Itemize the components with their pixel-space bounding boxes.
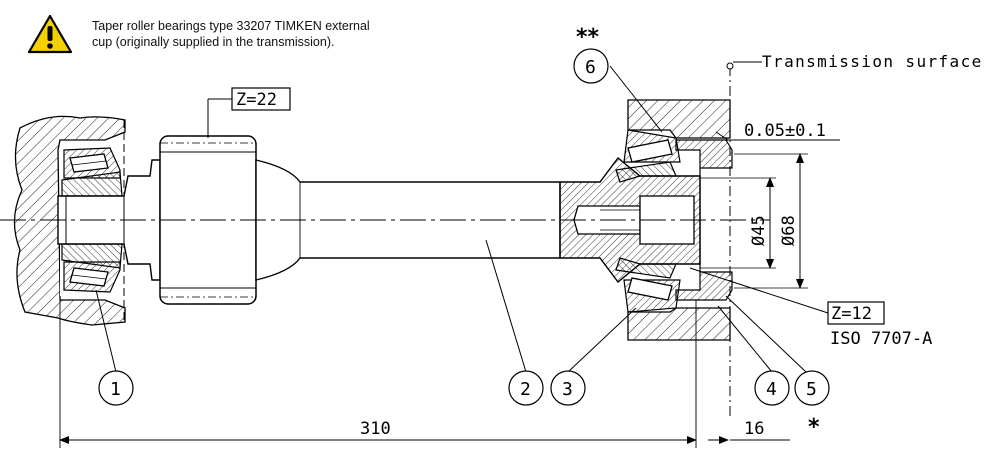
svg-text:1: 1	[110, 379, 121, 400]
right-bearing	[615, 129, 733, 313]
diameter-dimensions	[700, 153, 808, 289]
length-dimensions	[59, 300, 790, 448]
balloon-2: 2	[508, 370, 544, 406]
dia-68-label: Ø68	[779, 215, 799, 246]
svg-text:2: 2	[520, 379, 531, 400]
double-star-mark: **	[576, 25, 600, 50]
svg-text:5: 5	[806, 379, 817, 400]
dia-45-label: Ø45	[749, 215, 769, 246]
length-16-label: 16	[744, 419, 764, 439]
tolerance-dimension	[700, 131, 840, 141]
warning-note-line-1: Taper roller bearings type 33207 TIMKEN …	[92, 19, 370, 33]
right-housing	[627, 99, 731, 341]
svg-text:6: 6	[585, 57, 596, 78]
tolerance-label: 0.05±0.1	[744, 121, 826, 141]
gear-tag-right-label: Z=12	[831, 304, 872, 324]
svg-text:4: 4	[766, 379, 777, 400]
balloon-3: 3	[550, 370, 586, 406]
balloon-1: 1	[98, 370, 134, 406]
transmission-surface-ref	[726, 61, 762, 420]
warning-triangle-icon	[27, 14, 73, 54]
gear-tag-right	[689, 267, 885, 325]
gear-tag-left-label: Z=22	[236, 90, 277, 110]
transmission-surface-label: Transmission surface	[762, 52, 983, 71]
balloon-4: 4	[754, 370, 790, 406]
standard-label: ISO 7707-A	[830, 329, 932, 349]
gear-tag-left	[207, 87, 291, 138]
balloon-6: 6	[573, 48, 609, 84]
warning-note-text: Taper roller bearings type 33207 TIMKEN …	[92, 18, 452, 50]
warning-note-line-2: cup (originally supplied in the transmis…	[92, 35, 335, 49]
warning-note: Taper roller bearings type 33207 TIMKEN …	[0, 0, 460, 60]
length-310-label: 310	[360, 419, 391, 439]
leader-lines	[95, 65, 807, 373]
single-star-mark: *	[808, 415, 820, 440]
balloon-5: 5	[794, 370, 830, 406]
svg-text:3: 3	[562, 379, 573, 400]
